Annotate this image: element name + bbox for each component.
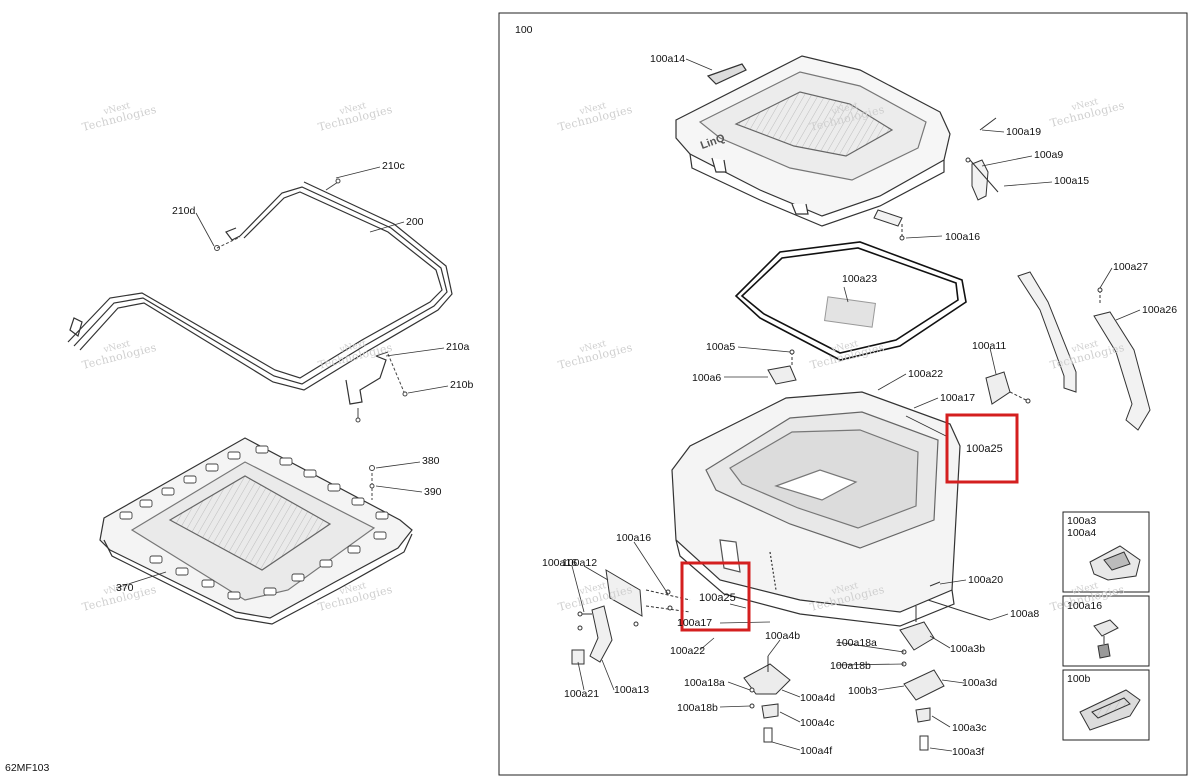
inset-hinge-part <box>1089 545 1141 581</box>
inset-footplate-part <box>1079 689 1141 731</box>
callout-100a19[interactable]: 100a19 <box>1006 126 1042 138</box>
callout-100a3f[interactable]: 100a3f <box>952 746 985 758</box>
callout-100a15[interactable]: 100a15 <box>1054 175 1090 187</box>
lid-assembly <box>675 55 951 227</box>
callout-210d[interactable]: 210d <box>172 205 196 217</box>
callout-100a25-left[interactable]: 100a25 <box>699 592 736 604</box>
callout-100a25-right[interactable]: 100a25 <box>966 443 1003 455</box>
callout-100a12[interactable]: 100a12 <box>562 557 598 569</box>
callout-leader-lines <box>115 58 1141 752</box>
bracket-100a6 <box>767 349 797 385</box>
inset-label-100a16[interactable]: 100a16 <box>1067 600 1103 612</box>
callout-100a16-top[interactable]: 100a16 <box>945 231 981 243</box>
inset-pad-part <box>1093 619 1119 659</box>
callout-100a4c[interactable]: 100a4c <box>800 717 835 729</box>
inset-frame-100a16 <box>1062 595 1150 667</box>
callout-100a22-top[interactable]: 100a22 <box>908 368 944 380</box>
callout-100a14[interactable]: 100a14 <box>650 53 686 65</box>
callout-100a4d[interactable]: 100a4d <box>800 692 836 704</box>
callout-100a3c[interactable]: 100a3c <box>952 722 987 734</box>
diagram-code: 62MF103 <box>5 762 50 774</box>
detail-panel-label: 100 <box>515 24 533 36</box>
callout-100a4b[interactable]: 100a4b <box>765 630 801 642</box>
callout-100a17-top[interactable]: 100a17 <box>940 392 976 404</box>
callout-210c[interactable]: 210c <box>382 160 405 172</box>
callout-100a20[interactable]: 100a20 <box>968 574 1004 586</box>
callout-100a16-mid[interactable]: 100a16 <box>616 532 652 544</box>
storage-box-100 <box>671 391 961 627</box>
callout-380[interactable]: 380 <box>422 455 440 467</box>
callout-210a[interactable]: 210a <box>446 341 470 353</box>
inset-frame-100a3-100a4 <box>1062 511 1150 593</box>
callout-100a5[interactable]: 100a5 <box>706 341 736 353</box>
lid-latch-parts <box>873 117 999 241</box>
callout-100a27[interactable]: 100a27 <box>1113 261 1149 273</box>
strap-100a26 <box>1017 271 1151 431</box>
callout-100a18b-right[interactable]: 100a18b <box>830 660 871 672</box>
callout-100a6[interactable]: 100a6 <box>692 372 722 384</box>
callout-100a18b-left[interactable]: 100a18b <box>677 702 718 714</box>
callout-100a23[interactable]: 100a23 <box>842 273 878 285</box>
lower-hinges <box>743 581 991 751</box>
callout-100a17-left[interactable]: 100a17 <box>677 617 713 629</box>
callout-100a4f[interactable]: 100a4f <box>800 745 833 757</box>
callout-100a18a-left[interactable]: 100a18a <box>684 677 725 689</box>
gasket-100a23 <box>734 241 967 361</box>
callout-210b[interactable]: 210b <box>450 379 474 391</box>
callout-100a26[interactable]: 100a26 <box>1142 304 1178 316</box>
callout-100b3[interactable]: 100b3 <box>848 685 878 697</box>
callout-390[interactable]: 390 <box>424 486 442 498</box>
callout-100a22-left[interactable]: 100a22 <box>670 645 706 657</box>
base-plate-slots <box>119 445 389 600</box>
inset-label-100a4[interactable]: 100a4 <box>1067 527 1097 539</box>
side-bracket-100a12 <box>571 569 691 665</box>
callout-100a8[interactable]: 100a8 <box>1010 608 1040 620</box>
callout-100a16-left[interactable]: 100a16 <box>542 557 578 569</box>
rack-fasteners <box>214 178 408 423</box>
callout-100a11[interactable]: 100a11 <box>972 340 1007 352</box>
base-plate-screws <box>369 465 375 500</box>
inset-frame-100b <box>1062 669 1150 741</box>
bracket-100a11 <box>985 371 1031 405</box>
detail-panel-frame <box>498 12 1188 776</box>
rack-frame-200 <box>67 181 453 405</box>
callout-100a3d[interactable]: 100a3d <box>962 677 998 689</box>
callout-370[interactable]: 370 <box>116 582 134 594</box>
highlight-box-100a25-right <box>945 413 1019 484</box>
callout-100a18a-right[interactable]: 100a18a <box>836 637 877 649</box>
inset-label-100a3[interactable]: 100a3 <box>1067 515 1097 527</box>
gasket-label-patch <box>823 296 877 328</box>
callout-200[interactable]: 200 <box>406 216 424 228</box>
callout-100a9[interactable]: 100a9 <box>1034 149 1064 161</box>
callout-100a13[interactable]: 100a13 <box>614 684 650 696</box>
inset-label-100b[interactable]: 100b <box>1067 673 1091 685</box>
highlight-box-100a25-left <box>680 561 751 632</box>
callout-100a21[interactable]: 100a21 <box>564 688 600 700</box>
callout-100a3b[interactable]: 100a3b <box>950 643 986 655</box>
